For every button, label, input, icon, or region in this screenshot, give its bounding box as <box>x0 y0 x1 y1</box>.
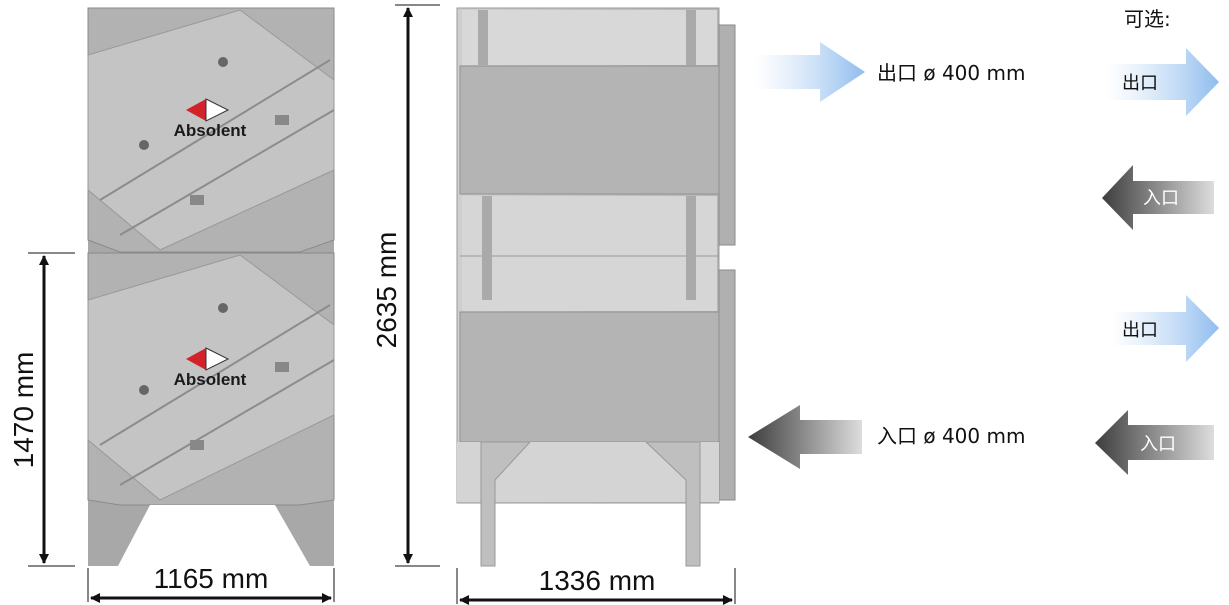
front-rail-upper-2 <box>119 109 335 236</box>
side-duct-lower <box>718 269 736 501</box>
options-panel: 可选: 出口 入口 出口 入口 <box>1095 7 1219 475</box>
front-stand-cutout <box>118 505 310 566</box>
front-knob-2 <box>139 140 149 150</box>
option-outlet-arrow-icon <box>1110 295 1219 362</box>
side-height-label: 2635 mm <box>371 232 402 349</box>
option-inlet-1: 入口 <box>1102 165 1214 230</box>
front-knob-3 <box>218 303 228 313</box>
option-outlet-label: 出口 <box>1122 320 1158 341</box>
front-height-dimension: 1470 mm <box>8 252 75 567</box>
inlet-label: 入口 ø 400 mm <box>877 424 1025 448</box>
logo-text-upper: Absolent <box>174 121 247 140</box>
option-inlet-label: 入口 <box>1143 188 1179 209</box>
front-rail-upper-1 <box>99 59 331 201</box>
front-clip-4 <box>275 362 289 372</box>
front-rail-lower-1 <box>99 304 331 446</box>
front-view: Absolent Absolent <box>87 7 335 566</box>
front-width-dimension: 1165 mm <box>87 563 335 603</box>
option-inlet-arrow-icon <box>1102 165 1214 230</box>
side-top-frame <box>462 10 717 65</box>
side-middle-frame <box>462 196 717 311</box>
front-height-label: 1470 mm <box>8 352 39 469</box>
front-knob-4 <box>139 385 149 395</box>
inlet-arrow: 入口 ø 400 mm <box>748 405 1025 469</box>
side-height-dimension: 2635 mm <box>371 4 440 567</box>
side-view <box>456 7 736 567</box>
side-duct-upper <box>718 24 736 246</box>
front-knob-1 <box>218 57 228 67</box>
outlet-label: 出口 ø 400 mm <box>877 61 1025 85</box>
front-clip-1 <box>190 195 204 205</box>
absolent-logo-lower: Absolent <box>174 347 247 389</box>
option-outlet-label: 出口 <box>1122 73 1158 94</box>
option-inlet-label: 入口 <box>1140 434 1176 455</box>
front-width-label: 1165 mm <box>154 563 269 594</box>
option-inlet-2: 入口 <box>1095 410 1214 475</box>
side-post <box>478 10 488 65</box>
options-title: 可选: <box>1124 7 1171 31</box>
absolent-logo-upper: Absolent <box>174 98 247 140</box>
side-leg-left <box>480 441 532 567</box>
option-outlet-2: 出口 <box>1110 295 1219 362</box>
side-post <box>686 10 696 65</box>
side-lower-box <box>459 311 720 443</box>
side-width-label: 1336 mm <box>539 565 656 596</box>
side-leg-right <box>644 441 701 567</box>
side-post <box>686 196 696 300</box>
option-inlet-arrow-icon <box>1095 410 1214 475</box>
logo-text-lower: Absolent <box>174 370 247 389</box>
side-width-dimension: 1336 mm <box>456 565 736 605</box>
front-rail-lower-2 <box>119 359 335 486</box>
front-clip-3 <box>190 440 204 450</box>
logo-white-mark-icon <box>205 347 230 371</box>
inlet-arrow-icon <box>748 405 862 469</box>
logo-white-mark-icon <box>205 98 230 122</box>
side-upper-box <box>459 65 720 195</box>
logo-red-mark-icon <box>186 348 206 370</box>
option-outlet-arrow-icon <box>1106 48 1219 116</box>
outlet-arrow-icon <box>755 42 865 102</box>
front-clip-2 <box>275 115 289 125</box>
outlet-arrow: 出口 ø 400 mm <box>755 42 1025 102</box>
side-post <box>482 196 492 300</box>
front-diagonal-upper <box>87 9 335 251</box>
logo-red-mark-icon <box>186 99 206 121</box>
option-outlet-1: 出口 <box>1106 48 1219 116</box>
